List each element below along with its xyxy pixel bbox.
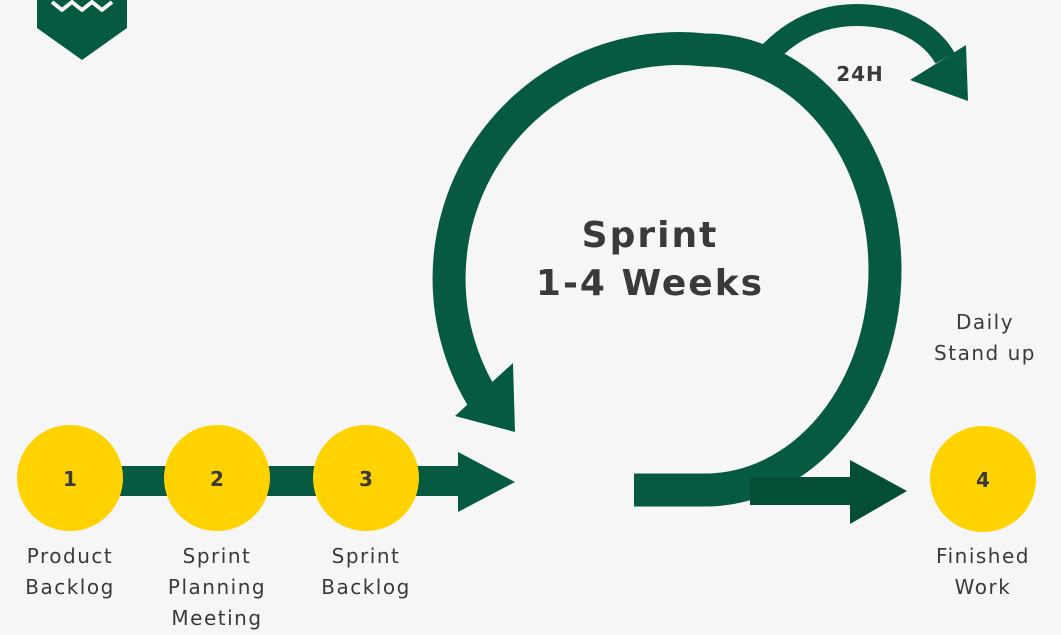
step-number: 1 xyxy=(63,467,77,491)
label-line: Sprint xyxy=(182,544,252,568)
label-line: Meeting xyxy=(171,606,263,630)
sprint-loop-arrow xyxy=(432,32,902,507)
step-number: 3 xyxy=(359,467,373,491)
step-node-2: 2 xyxy=(164,425,270,531)
step-circle xyxy=(313,425,419,531)
sprint-title-line: Sprint xyxy=(581,215,719,256)
step-circle xyxy=(930,426,1036,532)
step-label-1: Product Backlog xyxy=(5,541,135,603)
daily-standup-label: Daily Stand up xyxy=(915,307,1055,369)
daily-cycle-body xyxy=(754,4,955,68)
step-circle xyxy=(17,425,123,531)
logo-mark xyxy=(50,0,114,12)
input-arrow-head xyxy=(458,452,515,512)
label-line: Sprint xyxy=(331,544,401,568)
label-line: Work xyxy=(954,575,1012,599)
label-line: Daily xyxy=(955,310,1015,334)
input-arrow xyxy=(70,452,515,512)
output-arrow xyxy=(750,460,907,524)
daily-cycle-label: 24H xyxy=(836,62,884,86)
label-line: Backlog xyxy=(25,575,115,599)
step-number: 2 xyxy=(210,467,224,491)
sprint-loop-arrowhead xyxy=(455,363,515,432)
step-label-2: Sprint Planning Meeting xyxy=(152,541,282,634)
step-node-1: 1 xyxy=(17,425,123,531)
step-node-3: 3 xyxy=(313,425,419,531)
output-arrow-shaft xyxy=(750,477,860,505)
sprint-title: Sprint 1-4 Weeks xyxy=(490,212,810,308)
label-line: Stand up xyxy=(934,341,1036,365)
step-circle xyxy=(164,425,270,531)
step-node-4: 4 xyxy=(930,426,1036,532)
step-number: 4 xyxy=(976,468,990,492)
label-line: Product xyxy=(26,544,114,568)
daily-cycle-arrowhead xyxy=(910,45,968,101)
daily-cycle-arrow xyxy=(754,4,968,101)
output-arrow-head xyxy=(850,460,907,524)
logo xyxy=(37,0,127,60)
sprint-duration-line: 1-4 Weeks xyxy=(535,263,765,304)
sprint-loop-body xyxy=(432,32,902,507)
label-line: Finished xyxy=(936,544,1030,568)
step-label-3: Sprint Backlog xyxy=(301,541,431,603)
label-line: Backlog xyxy=(321,575,411,599)
step-label-4: Finished Work xyxy=(913,541,1053,603)
shield-logo-icon xyxy=(37,0,127,60)
label-line: Planning xyxy=(167,575,267,599)
